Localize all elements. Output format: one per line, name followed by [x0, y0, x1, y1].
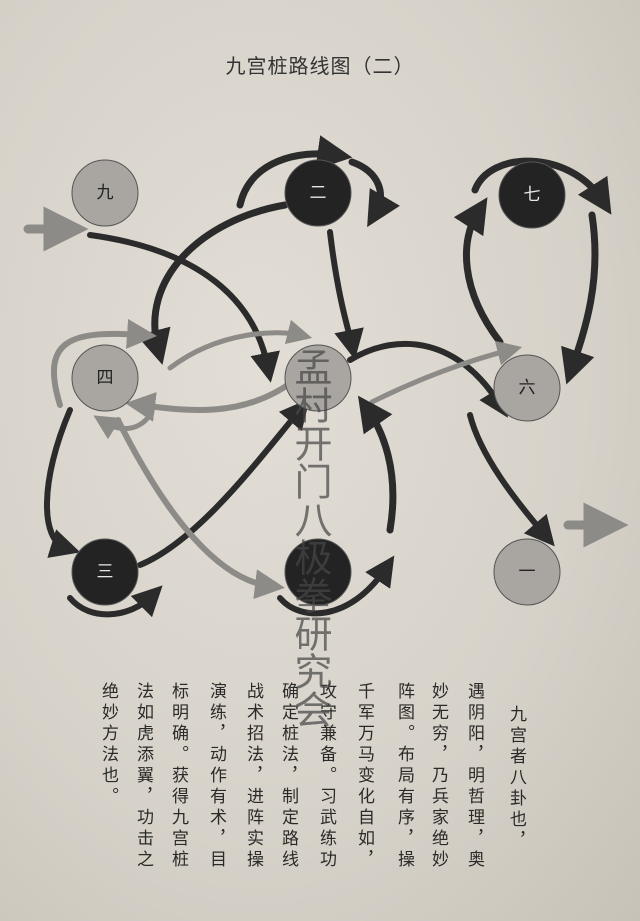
- node-circle: [284, 344, 352, 412]
- node-circle: [71, 538, 139, 606]
- route-arrow: [87, 232, 280, 383]
- node-label: 七: [524, 185, 541, 205]
- palace-node-liu: 六: [493, 354, 561, 422]
- route-arrow: [50, 318, 157, 408]
- route-arrow: [236, 135, 353, 209]
- palace-node-si: 四: [71, 344, 139, 412]
- route-arrow: [125, 379, 295, 422]
- route-arrow: [115, 417, 285, 600]
- node-circle: [498, 161, 566, 229]
- text-column: 演练，动作有术，目: [206, 682, 226, 871]
- node-label: 四: [97, 368, 114, 388]
- node-label: 一: [519, 562, 536, 582]
- palace-node-center: [284, 344, 352, 412]
- watermark: 孟村开门八极拳研究会: [288, 348, 332, 728]
- route-arrow: [67, 585, 163, 618]
- node-circle: [493, 538, 561, 606]
- palace-node-yi: 一: [493, 538, 561, 606]
- route-arrow: [277, 555, 395, 617]
- node-circle: [71, 159, 139, 227]
- nine-palace-route-diagram: 九 二 七四六三 一: [23, 135, 629, 618]
- text-column: 阵图。布局有序，操: [394, 682, 414, 871]
- route-arrow: [137, 398, 310, 568]
- route-arrow: [93, 409, 155, 440]
- text-column: 法如虎添翼，功击之: [133, 682, 153, 871]
- route-arrow: [467, 412, 555, 547]
- route-arrow: [44, 407, 81, 558]
- node-circle: [493, 354, 561, 422]
- route-arrow: [347, 340, 508, 418]
- text-column: 遇阴阳，明哲理，奥: [464, 682, 484, 871]
- palace-node-qi: 七: [498, 161, 566, 229]
- text-column: 绝妙方法也。: [98, 682, 118, 808]
- node-circle: [284, 538, 352, 606]
- route-arrow: [348, 158, 400, 228]
- route-arrows: [23, 135, 629, 618]
- node-label: 三: [97, 562, 114, 582]
- route-arrow: [453, 197, 504, 346]
- node-circle: [71, 344, 139, 412]
- text-column: 九宫者八卦也，: [506, 705, 526, 852]
- route-arrow: [136, 201, 289, 365]
- text-column: 战术招法，进阵实操: [243, 682, 263, 871]
- palace-node-bottom: [284, 538, 352, 606]
- text-column: 攻守兼备。习武练功: [316, 682, 336, 871]
- text-column: 妙无穷，乃兵家绝妙: [428, 682, 448, 871]
- route-arrow: [471, 157, 612, 215]
- route-arrow: [369, 340, 523, 405]
- palace-node-san: 三: [71, 538, 139, 606]
- text-column: 标明确。获得九宫桩: [168, 682, 188, 871]
- palace-node-er: 二: [284, 159, 352, 227]
- text-column: 千军万马变化自如，: [354, 682, 374, 871]
- route-arrow: [167, 319, 313, 371]
- node-label: 二: [310, 183, 327, 203]
- route-arrow: [561, 211, 599, 385]
- text-column: 确定桩法，制定路线: [278, 682, 298, 871]
- node-label: 九: [97, 183, 114, 203]
- route-arrow: [357, 395, 397, 534]
- palace-node-jiu: 九: [71, 159, 139, 227]
- node-label: 六: [519, 378, 536, 398]
- diagram-title: 九宫桩路线图（二）: [225, 54, 415, 78]
- palace-nodes: 九 二 七四六三 一: [71, 159, 566, 606]
- node-circle: [284, 159, 352, 227]
- route-arrow: [327, 229, 364, 360]
